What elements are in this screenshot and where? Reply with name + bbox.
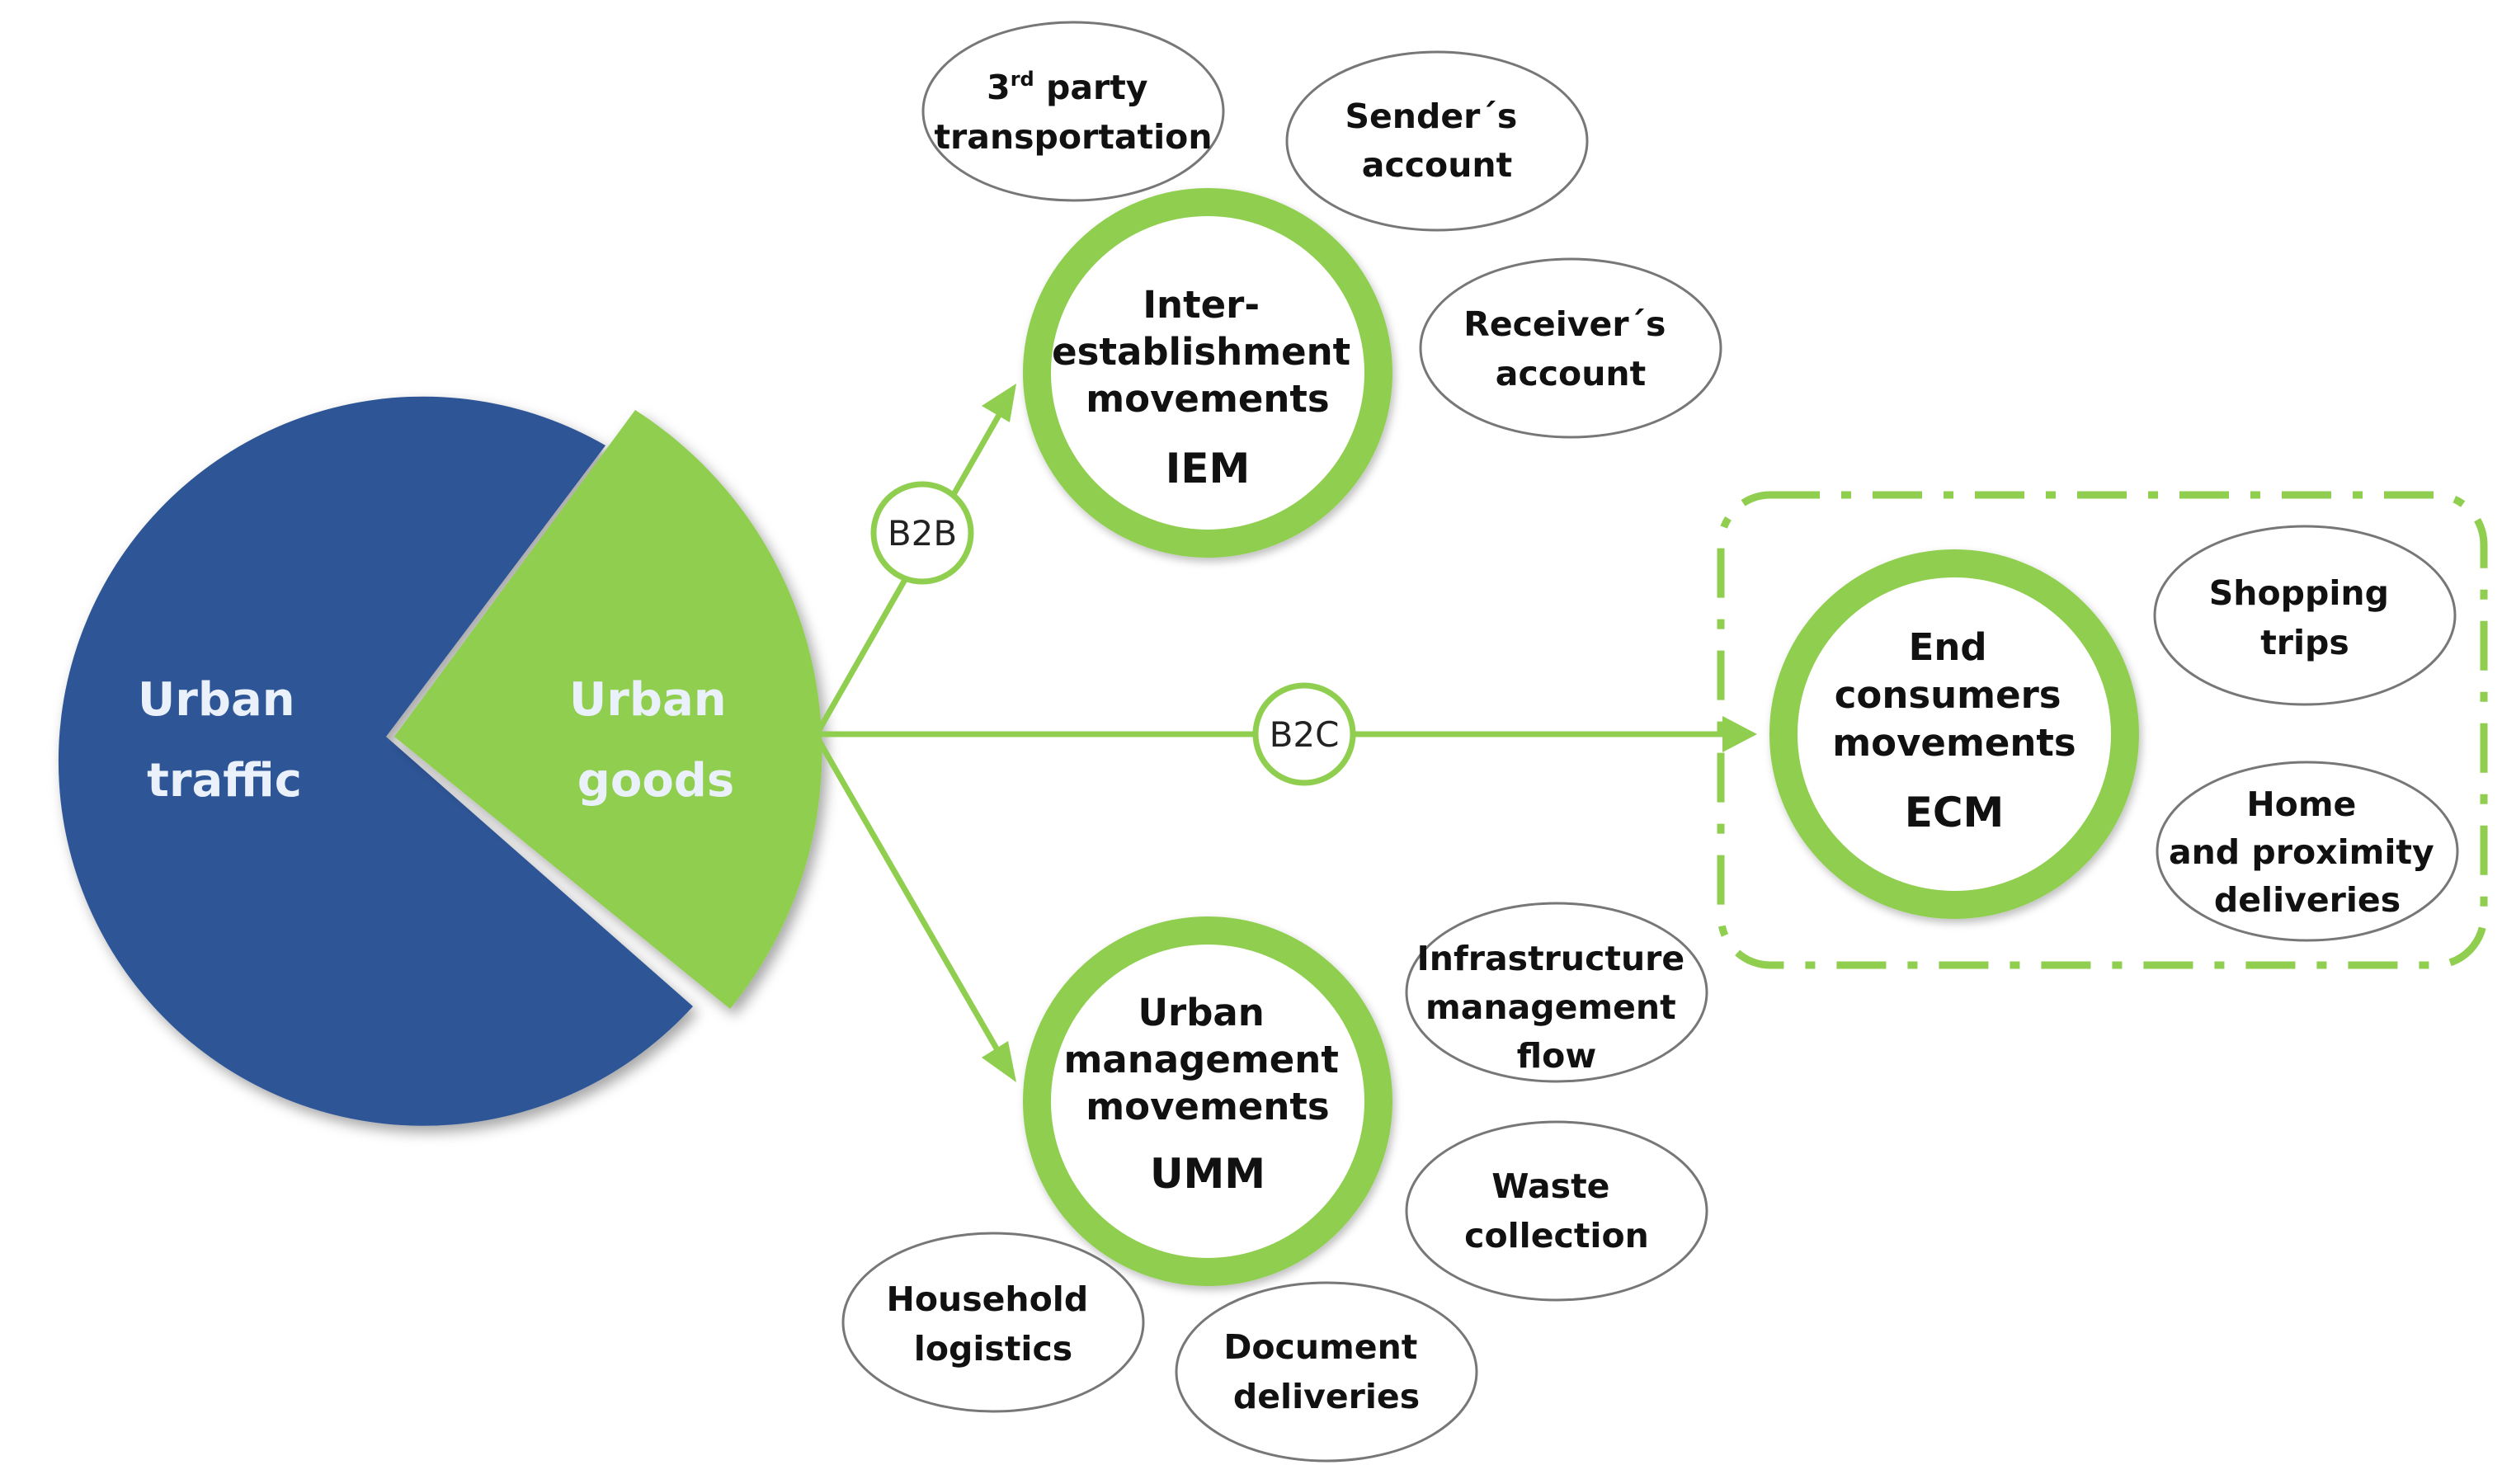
hub-umm: Urban management movements UMM xyxy=(1023,916,1392,1286)
svg-text:3rd party transportation: 3rd party transportation xyxy=(934,68,1212,157)
satellite-infrastructure-management-flow: Infrastructure management flow xyxy=(1405,902,1708,1083)
svg-text:Inter- establishment: Inter- establishment movements xyxy=(1052,283,1364,421)
svg-text:Sender´s account: Sender´s account xyxy=(1345,97,1529,185)
svg-text:Shopping trips: Shopping trips xyxy=(2209,573,2401,662)
satellite-waste-collection: Waste collection xyxy=(1405,1120,1708,1302)
urban-traffic-label: Urban traffic xyxy=(138,673,311,808)
urban-goods-label: Urban goods xyxy=(569,673,742,808)
urban-goods-slice xyxy=(394,410,822,1009)
edge-label-b2c: B2C xyxy=(1252,682,1356,786)
svg-text:End consumers move: End consumers movements xyxy=(1832,625,2076,765)
umm-abbr: UMM xyxy=(1150,1150,1265,1198)
svg-text:Infrastructure managemen: Infrastructure management flow xyxy=(1417,939,1697,1076)
satellite-third-party-transportation: 3rd party transportation xyxy=(921,21,1225,202)
hub-ecm: End consumers movements ECM xyxy=(1769,549,2139,919)
satellite-receivers-account: Receiver´s account xyxy=(1419,257,1722,439)
ecm-abbr: ECM xyxy=(1905,789,2005,836)
urban-pie: Urban traffic Urban goods xyxy=(58,396,822,1126)
svg-text:B2C: B2C xyxy=(1270,714,1340,755)
arrow-head-ecm xyxy=(1722,716,1757,752)
arrow-head-iem xyxy=(982,384,1016,422)
svg-text:B2B: B2B xyxy=(888,513,957,554)
satellite-senders-account: Sender´s account xyxy=(1285,50,1589,232)
satellite-shopping-trips: Shopping trips xyxy=(2153,525,2457,706)
svg-text:Home and proximity: Home and proximity deliveries xyxy=(2169,784,2446,920)
arrow-to-umm xyxy=(813,735,1003,1056)
satellite-home-proximity-deliveries: Home and proximity deliveries xyxy=(2156,761,2459,942)
satellite-household-logistics: Household logistics xyxy=(841,1232,1145,1413)
edge-label-b2b: B2B xyxy=(870,481,974,585)
urban-traffic-slice xyxy=(58,396,693,1126)
svg-text:Document deliveries: Document deliveries xyxy=(1223,1327,1429,1416)
ecm-group-box xyxy=(1717,491,2488,969)
svg-text:Urban management m: Urban management movements xyxy=(1063,991,1351,1128)
svg-text:Waste collection: Waste collection xyxy=(1464,1166,1649,1256)
arrow-head-umm xyxy=(982,1041,1016,1082)
iem-abbr: IEM xyxy=(1166,445,1251,492)
hub-iem: Inter- establishment movements IEM xyxy=(1023,188,1392,558)
svg-text:Receiver´s account: Receiver´s account xyxy=(1463,304,1677,393)
svg-text:Household logistics: Household logistics xyxy=(887,1279,1100,1369)
satellite-document-deliveries: Document deliveries xyxy=(1175,1281,1478,1463)
